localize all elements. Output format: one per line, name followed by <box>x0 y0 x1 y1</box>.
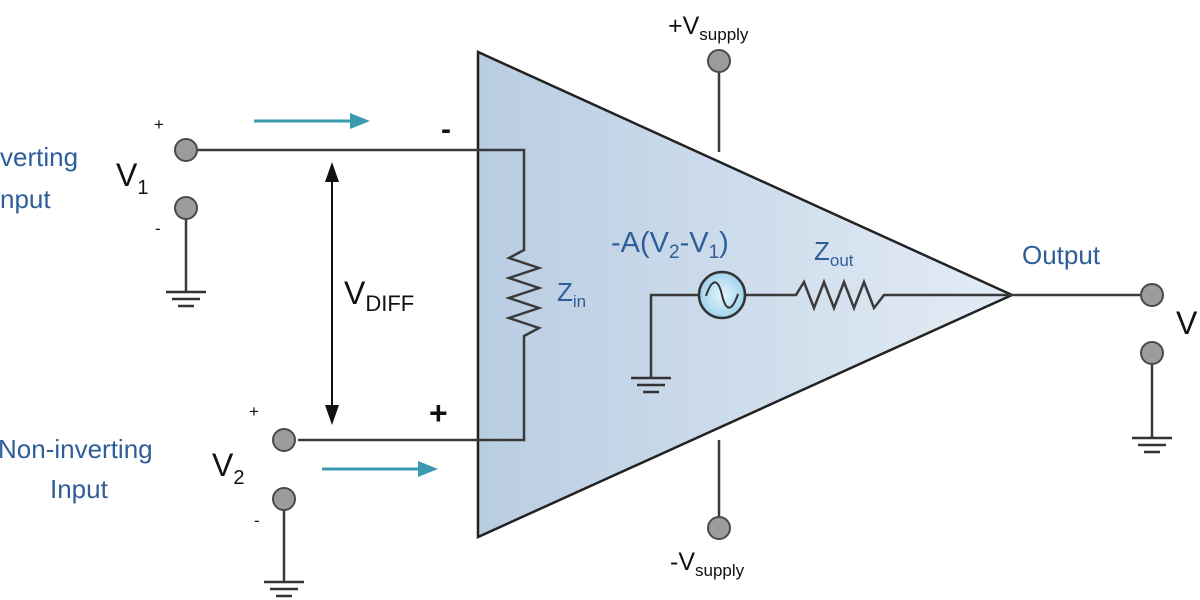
supply-pos-terminal <box>707 49 731 73</box>
source-ground-icon <box>631 376 671 394</box>
v1-minus-sign: - <box>155 219 161 238</box>
v1-plus-sign: + <box>154 115 164 134</box>
inverting-minus-sign: - <box>441 113 451 146</box>
output-label: Output <box>1022 240 1101 270</box>
supply-neg-label: -Vsupply <box>670 548 745 580</box>
v1-label: V1 <box>116 157 148 199</box>
v2-minus-terminal <box>272 487 296 511</box>
zout-resistor <box>745 278 1012 312</box>
zin-resistor <box>505 240 543 345</box>
v2-minus-sign: - <box>254 511 260 530</box>
non-inverting-flow-arrow-head <box>418 461 438 477</box>
inverting-flow-arrow-head <box>350 113 370 129</box>
v2-label: V2 <box>212 447 244 489</box>
supply-neg-terminal <box>707 516 731 540</box>
inverting-input-wire <box>198 148 526 240</box>
v2-plus-terminal <box>272 428 296 452</box>
non-inverting-input-wire <box>298 345 526 442</box>
output-ground-terminal <box>1140 341 1164 365</box>
inverting-input-label-line2: nput <box>0 184 51 214</box>
v1-plus-terminal <box>174 138 198 162</box>
output-terminal <box>1140 283 1164 307</box>
vout-label: V <box>1176 305 1198 341</box>
gain-label: -A(V2-V1) <box>611 227 729 263</box>
vdiff-arrow-head-up <box>325 162 339 182</box>
v1-minus-terminal <box>174 196 198 220</box>
non-inverting-input-label-line1: Non-inverting <box>0 434 153 464</box>
sine-wave-icon <box>705 281 739 309</box>
output-ground-icon <box>1132 436 1172 454</box>
zin-label: Zin <box>557 277 586 311</box>
non-inverting-plus-sign: + <box>429 395 448 431</box>
v1-ground-icon <box>166 290 206 308</box>
supply-pos-label: +Vsupply <box>668 12 749 44</box>
v2-plus-sign: + <box>249 402 259 421</box>
inverting-input-label-line1: verting <box>0 142 78 172</box>
v2-ground-icon <box>264 580 304 598</box>
zout-label: Zout <box>814 236 854 270</box>
vdiff-label: VDIFF <box>344 275 414 316</box>
source-ground-wire <box>649 293 698 378</box>
non-inverting-input-label-line2: Input <box>50 474 109 504</box>
vdiff-arrow-head-down <box>325 405 339 425</box>
